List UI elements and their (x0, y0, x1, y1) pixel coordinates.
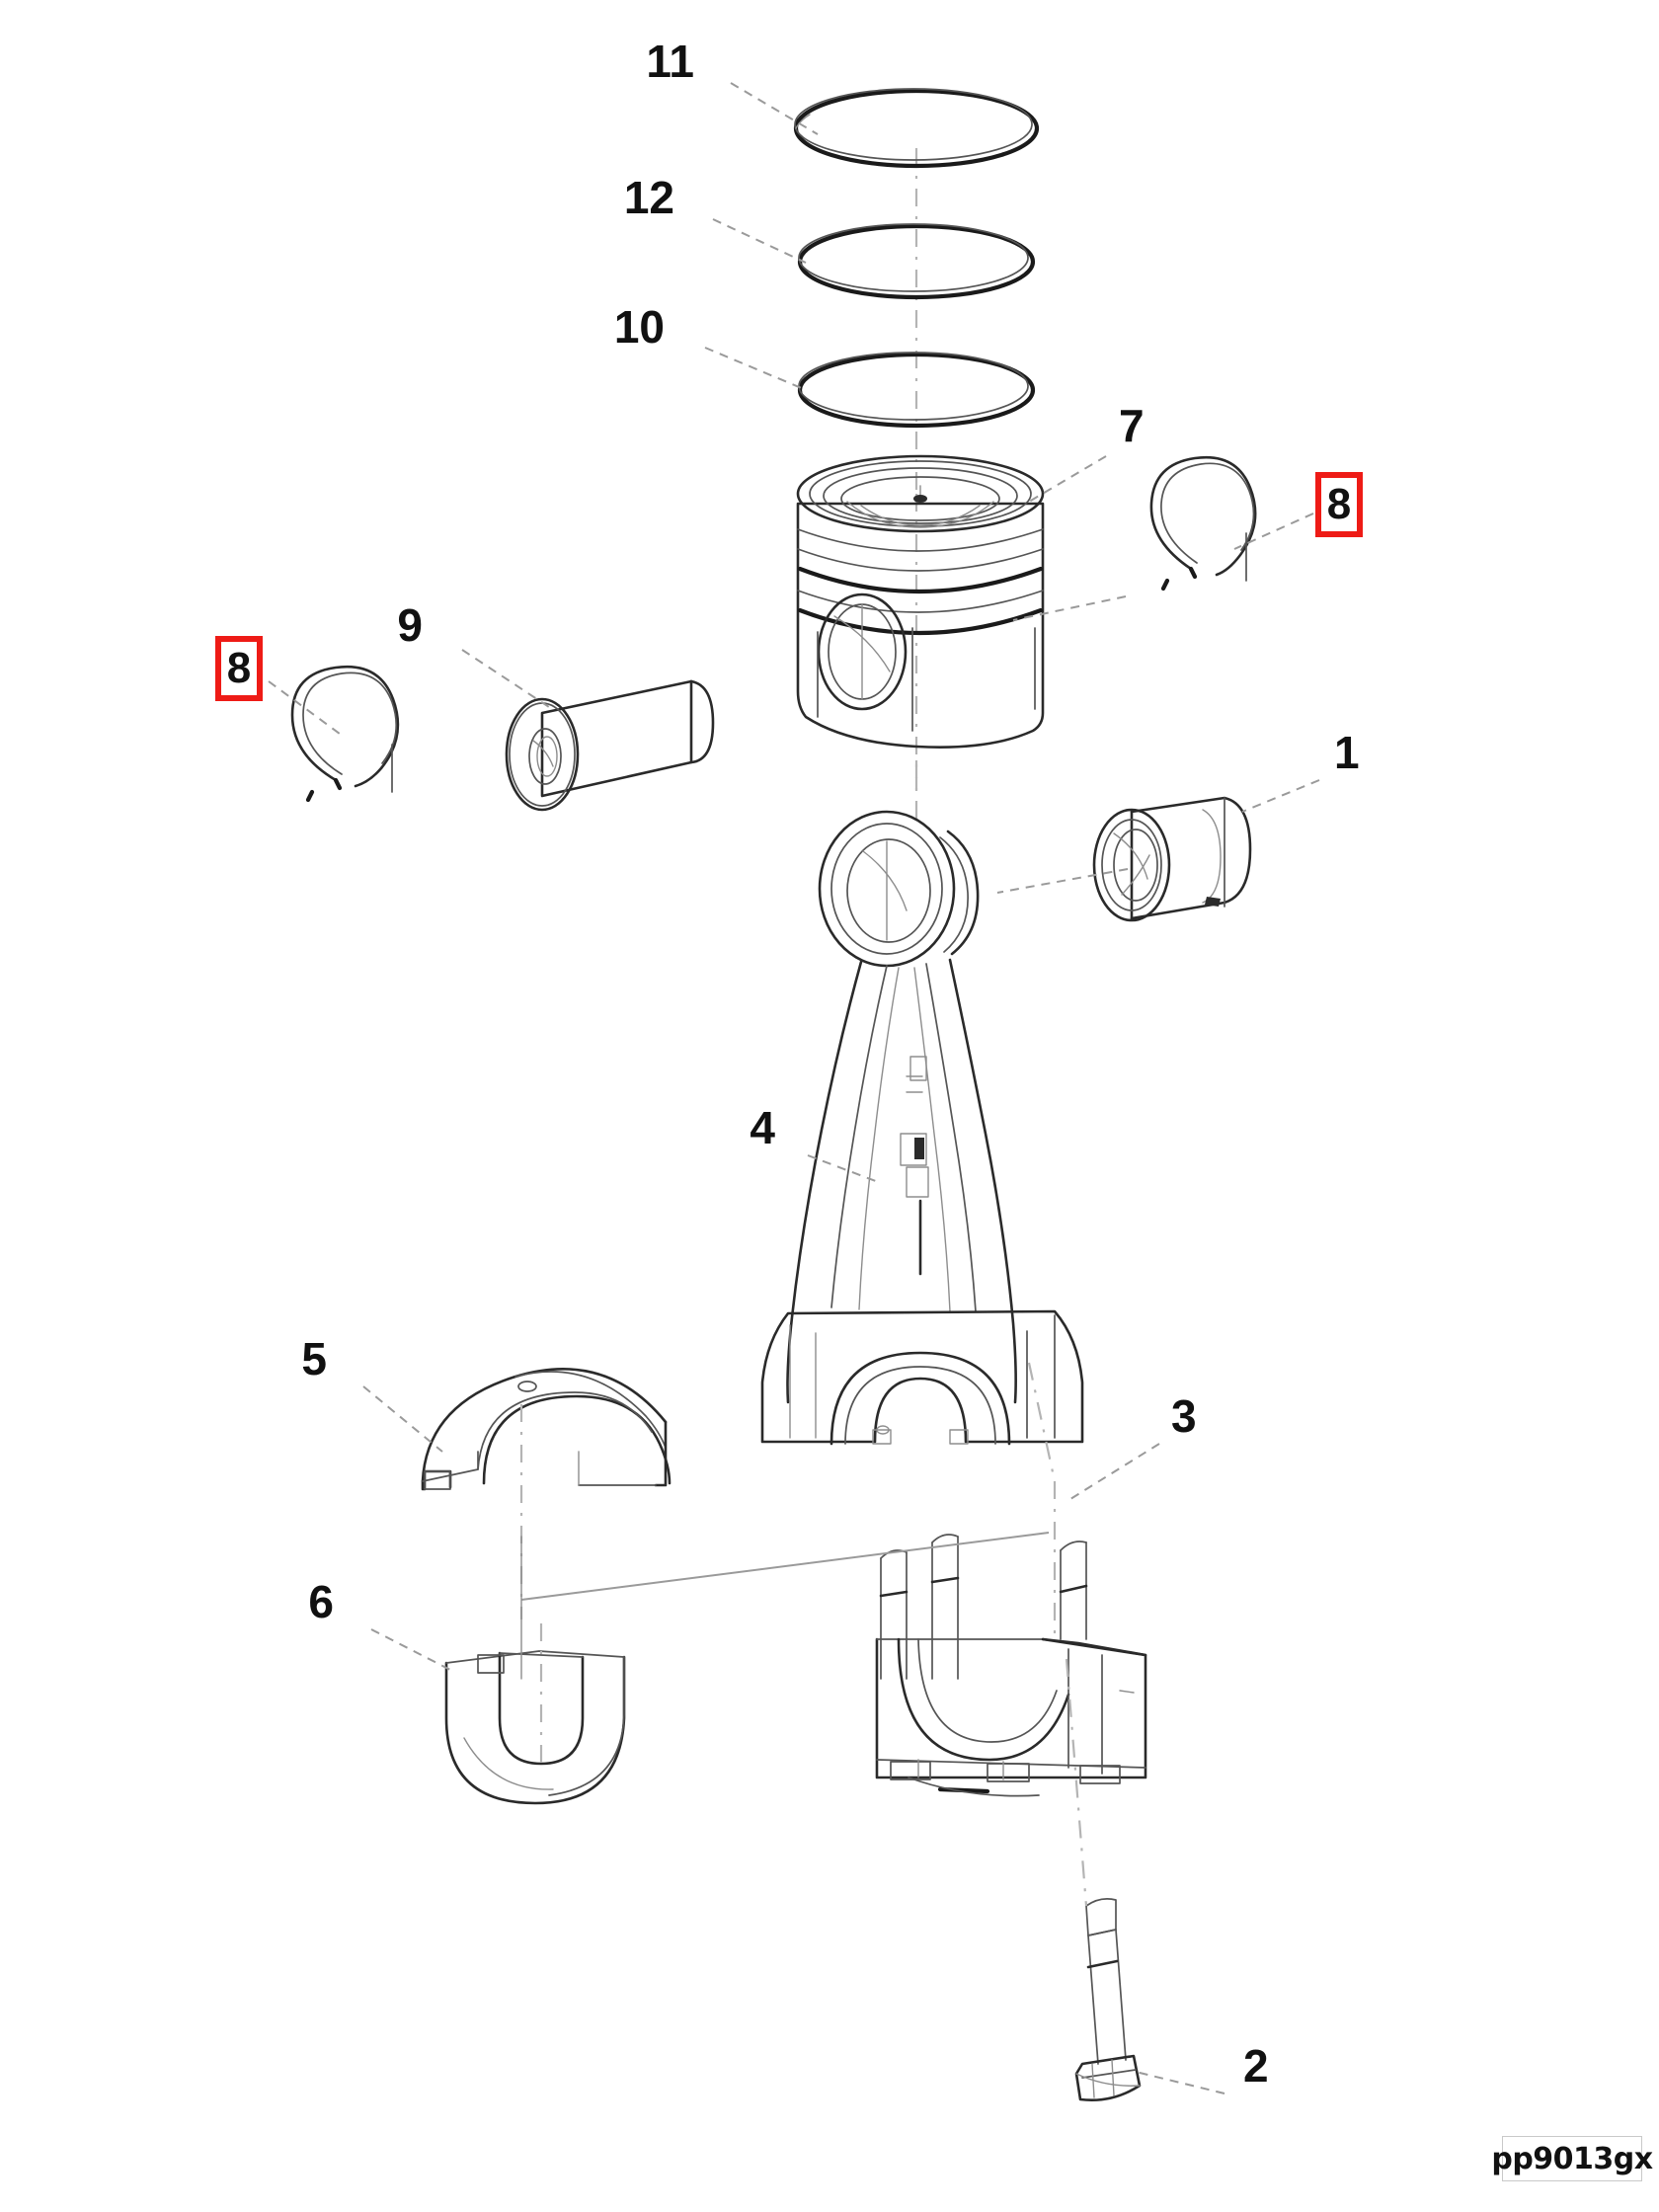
callout-7: 7 (1119, 400, 1145, 451)
callout-12: 12 (624, 172, 674, 223)
retaining-ring-left (290, 665, 400, 803)
bearing-to-cap-connector (520, 1532, 1050, 1601)
piston (796, 454, 1045, 749)
callout-1: 1 (1334, 727, 1360, 778)
retaining-ring-right (1149, 455, 1257, 592)
part-id-label: pp9013gx (1491, 2136, 1653, 2181)
bearing-shell-lower (444, 1650, 626, 1805)
callout-4: 4 (750, 1102, 775, 1153)
bearing-shell-axis (519, 1404, 543, 1768)
piston-ring-second (797, 223, 1036, 300)
callout-8-left-highlighted: 8 (215, 636, 263, 701)
callout-8-right-highlighted: 8 (1315, 472, 1363, 537)
connecting-rod-cap (875, 1534, 1147, 1797)
connecting-rod-bolt (1074, 1898, 1142, 2101)
connecting-rod (760, 810, 1084, 1446)
callout-numbers: 11 12 10 7 9 1 4 5 3 6 2 (301, 36, 1359, 2092)
leader-lines (268, 82, 1320, 2094)
bearing-shell-upper (421, 1368, 672, 1491)
callout-6: 6 (308, 1576, 334, 1627)
callout-11: 11 (646, 36, 694, 87)
callout-3: 3 (1171, 1390, 1197, 1442)
piston-ring-top (793, 88, 1040, 169)
piston-pin (505, 679, 715, 812)
callout-9: 9 (397, 599, 423, 651)
callout-5: 5 (301, 1333, 327, 1384)
rod-cap-bolt-axis (1027, 1362, 1088, 1907)
small-end-bushing (1092, 796, 1252, 922)
callout-2: 2 (1243, 2040, 1269, 2092)
callout-10: 10 (614, 301, 665, 353)
